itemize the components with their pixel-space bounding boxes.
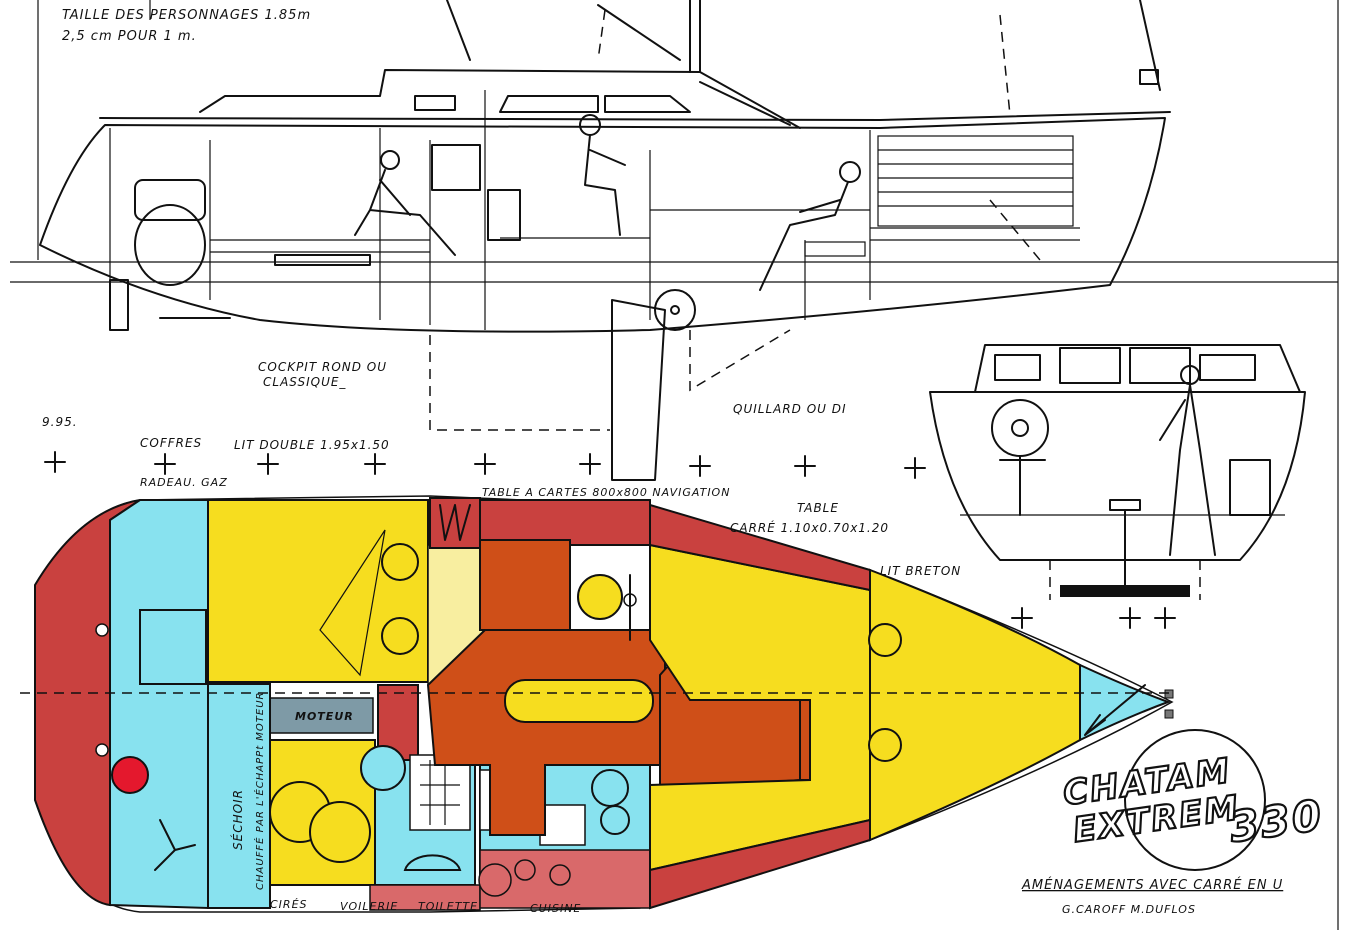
dryer-note: CHAUFFÉ PAR L'ÉCHAPPt MOTEUR xyxy=(253,692,266,891)
engine-box xyxy=(267,697,374,734)
crew-figures xyxy=(354,114,861,291)
double-bed-label: LIT DOUBLE 1.95x1.50 xyxy=(234,438,390,452)
raft-gas-label: RADEAU. GAZ xyxy=(140,476,228,489)
keel xyxy=(611,299,666,481)
registration-marks xyxy=(44,451,1176,629)
engine-label: MOTEUR xyxy=(295,710,354,723)
lockers-label: COFFRES xyxy=(140,436,202,450)
saloon-table-label: CARRÉ 1.10x0.70x1.20 xyxy=(730,520,889,535)
deck-plan-colored xyxy=(20,495,1174,913)
frame-lines xyxy=(10,0,1339,930)
cross-section xyxy=(929,344,1306,600)
side-elevation xyxy=(39,0,1171,481)
chatam-extrem-logo: CHATAM EXTREM 330 xyxy=(1060,729,1327,871)
table-label: TABLE xyxy=(797,501,839,515)
layout-caption: AMÉNAGEMENTS AVEC CARRÉ EN U xyxy=(1021,877,1283,893)
oilskins-label: CIRÉS xyxy=(270,898,308,911)
forepeak-berth xyxy=(869,568,1081,842)
annotations: TAILLE DES PERSONNAGES 1.85m 2,5 cm POUR… xyxy=(42,8,1283,916)
cockpit-label-line2: CLASSIQUE_ xyxy=(263,375,346,389)
dryer-label: SÉCHOIR xyxy=(230,789,245,850)
breton-bed-label: LIT BRETON xyxy=(880,564,961,578)
scale-note-line2: 2,5 cm POUR 1 m. xyxy=(62,29,197,44)
keel-option-label: QUILLARD OU DI xyxy=(733,402,847,416)
cabin-house xyxy=(199,69,801,129)
designers-credit: G.CAROFF M.DUFLOS xyxy=(1062,903,1196,916)
chart-table-label: TABLE A CARTES 800x800 NAVIGATION xyxy=(482,486,730,499)
galley-label: CUISINE xyxy=(530,902,581,915)
date-code: 9.95. xyxy=(42,415,78,429)
scale-note-line1: TAILLE DES PERSONNAGES 1.85m xyxy=(62,8,311,23)
sail-locker-label: VOILERIE xyxy=(340,900,398,913)
cockpit-label-line1: COCKPIT ROND OU xyxy=(258,360,387,374)
rudder xyxy=(109,279,129,331)
toilet-label: TOILETTE xyxy=(418,900,478,913)
